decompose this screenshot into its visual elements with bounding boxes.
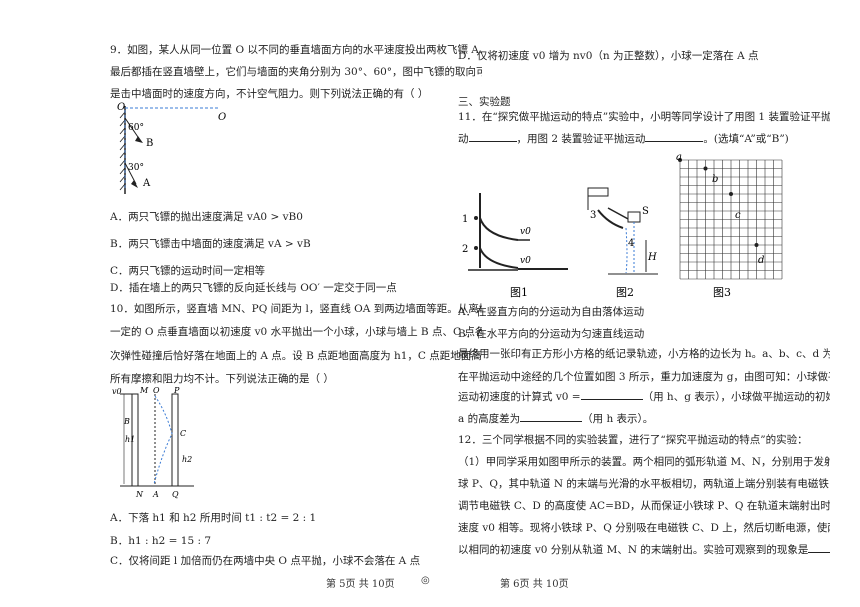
q10-option-B: B．h1 : h2 = 15 : 7 — [110, 535, 212, 547]
figure-3-grid — [678, 158, 783, 280]
label-B-fig10: B — [123, 417, 130, 426]
q10-text-line1: 10．如图所示，竖直墙 MN、PQ 间距为 l，竖直线 OA 到两边墙面等距。从… — [110, 303, 482, 315]
q12-line6-prefix: 以相同的初速度 v0 分别从轨道 M、N 的末端射出。实验可观察到的现象是 — [458, 544, 809, 556]
fig2-label-H: H — [647, 252, 657, 263]
q10-text-line3: 次弹性碰撞后恰好落在地面上的 A 点。设 B 点距地面高度为 h1，C 点距地面… — [110, 350, 482, 362]
label-v0: v0 — [112, 387, 122, 396]
answer-blank-4[interactable] — [520, 411, 583, 422]
fig2-caption: 图2 — [616, 286, 634, 299]
label-C: C — [180, 429, 186, 438]
answer-blank-1[interactable] — [468, 131, 517, 142]
figure-1: 1 2 v0 v0 图1 — [462, 193, 568, 299]
q11-figures: 1 2 v0 v0 图1 3 4 S H 图2 a b c d 图 — [462, 152, 783, 299]
q11-line2-suffix: 。(选填“A”或“B”) — [703, 133, 789, 145]
fig3-label-d: d — [758, 255, 764, 266]
q11-line2-prefix: 动 — [458, 133, 469, 145]
q11-text-line1: 11．在“探究做平抛运动的特点”实验中，小明等同学设计了用图 1 装置验证平抛运 — [458, 111, 830, 123]
q12-text-line4: 调节电磁铁 C、D 的高度使 AC=BD，从而保证小铁球 P、Q 在轨道末端射出… — [458, 500, 830, 512]
q11-option-A: A．在竖直方向的分运动为自由落体运动 — [458, 306, 645, 318]
fig3-caption: 图3 — [713, 286, 731, 299]
fig1-label-v0-top: v0 — [520, 227, 531, 237]
fig2-label-4: 4 — [628, 238, 634, 249]
fig1-label-v0-bottom: v0 — [520, 256, 531, 266]
answer-blank-5[interactable] — [808, 542, 830, 553]
answer-blank-2[interactable] — [645, 131, 704, 142]
q12-text-line1: 12．三个同学根据不同的实验装置，进行了“探究平抛运动的特点”的实验： — [458, 434, 808, 446]
q11-line6-prefix: a 的高度差为 — [458, 413, 521, 425]
label-A: A — [142, 178, 151, 189]
q11-text-line3: 最终用一张印有正方形小方格的纸记录轨迹，小方格的边长为 h。a、b、c、d 为小… — [458, 348, 830, 360]
label-A-fig10: A — [152, 490, 159, 499]
q10-option-C: C．仅将间距 l 加倍而仍在两墙中央 O 点平抛，小球不会落在 A 点 — [110, 555, 421, 567]
q9-text-line3: 是击中墙面时的速度方向，不计空气阻力。则下列说法正确的有（ ） — [110, 88, 429, 100]
q12-text-line5: 速度 v0 相等。现将小铁球 P、Q 分别吸在电磁铁 C、D 上，然后切断电源，… — [458, 522, 830, 534]
q9-option-D: D．插在墙上的两只飞镖的反向延长线与 OO′ 一定交于同一点 — [110, 282, 397, 294]
fig1-label-1: 1 — [462, 214, 468, 225]
section-title: 三、实验题 — [458, 96, 511, 108]
label-Q: Q — [172, 490, 179, 499]
q10-option-D: D．仅将初速度 v0 增为 nv0（n 为正整数），小球一定落在 A 点 — [458, 50, 759, 62]
q9-option-C: C．两只飞镖的运动时间一定相等 — [110, 265, 266, 277]
footer-page-right: 第 6页 共 10页 — [500, 579, 569, 590]
label-60deg: 60° — [128, 123, 144, 133]
fig3-label-b: b — [712, 174, 718, 185]
q11-line2-mid: ，用图 2 装置验证平抛运动 — [516, 133, 646, 145]
fig1-label-2: 2 — [462, 244, 468, 255]
q11-line6-suffix: （用 h 表示）。 — [582, 413, 654, 425]
fig1-caption: 图1 — [510, 286, 528, 299]
q12-text-line6: 以相同的初速度 v0 分别从轨道 M、N 的末端射出。实验可观察到的现象是。仅 — [458, 542, 830, 558]
q11-line5-suffix: （用 h、g 表示），小球做平抛运动的初始位置与 — [642, 391, 830, 403]
q10-text-line4: 所有摩擦和阻力均不计。下列说法正确的是（ ） — [110, 373, 334, 385]
wall-PQ — [171, 393, 179, 487]
figure-2: 3 4 S H 图2 — [587, 187, 658, 299]
fig2-label-S: S — [642, 206, 649, 217]
footer-center-mark: ◎ — [421, 575, 430, 586]
label-N: N — [135, 490, 144, 499]
q9-figure: O O 60° B 30° A — [117, 102, 226, 194]
q9-text-line2: 最后都插在竖直墙壁上，它们与墙面的夹角分别为 30°、60°，图中飞镖的取向可认… — [110, 66, 482, 78]
q11-text-line5: 运动初速度的计算式 v0 = （用 h、g 表示），小球做平抛运动的初始位置与 — [458, 389, 830, 405]
fig3-label-a: a — [676, 152, 682, 163]
label-O-left: O — [117, 102, 125, 113]
q10-option-A: A．下落 h1 和 h2 所用时间 t1 : t2 = 2 : 1 — [110, 512, 317, 524]
wall-hatching — [119, 111, 126, 191]
q11-text-line2: 动 ，用图 2 装置验证平抛运动 。(选填“A”或“B”) — [458, 131, 830, 147]
q10-text-line2: 一定的 O 点垂直墙面以初速度 v0 水平抛出一个小球，小球与墙上 B 点、C … — [110, 326, 482, 338]
label-h2: h2 — [182, 455, 192, 464]
label-P: P — [173, 386, 180, 395]
label-O-fig10: O — [153, 386, 160, 395]
q11-text-line6: a 的高度差为 （用 h 表示）。 — [458, 411, 830, 427]
label-h1: h1 — [125, 435, 135, 444]
q12-text-line2: （1）甲同学采用如图甲所示的装置。两个相同的弧形轨道 M、N，分别用于发射小铁 — [458, 456, 830, 468]
q11-line5-prefix: 运动初速度的计算式 v0 = — [458, 391, 581, 403]
q11-text-line4: 在平抛运动中途经的几个位置如图 3 所示，重力加速度为 g，由图可知：小球做平抛 — [458, 371, 830, 383]
answer-blank-3[interactable] — [580, 389, 643, 400]
q9-text-line1: 9．如图，某人从同一位置 O 以不同的垂直墙面方向的水平速度投出两枚飞镖 A、B… — [110, 44, 482, 56]
q10-figure: v0 M O P B h1 C h2 N A Q — [112, 386, 194, 499]
label-M: M — [139, 386, 149, 395]
footer-page-left: 第 5页 共 10页 — [326, 579, 395, 590]
dart-A-tail — [131, 180, 138, 188]
q12-text-line3: 球 P、Q，其中轨道 N 的末端与光滑的水平板相切，两轨道上端分别装有电磁铁 C… — [458, 478, 830, 490]
dart-B — [124, 117, 141, 141]
dart-B-tail — [135, 136, 143, 143]
q9-option-B: B．两只飞镖击中墙面的速度满足 vA > vB — [110, 238, 311, 250]
trajectory — [153, 395, 173, 485]
label-30deg: 30° — [128, 163, 144, 173]
fig3-label-c: c — [735, 210, 741, 221]
fig2-label-3: 3 — [590, 210, 596, 221]
label-O-right: O — [218, 112, 226, 123]
q9-option-A: A．两只飞镖的抛出速度满足 vA0 > vB0 — [110, 211, 303, 223]
q11-option-B: B．在水平方向的分运动为匀速直线运动 — [458, 328, 645, 340]
label-B: B — [146, 138, 153, 149]
